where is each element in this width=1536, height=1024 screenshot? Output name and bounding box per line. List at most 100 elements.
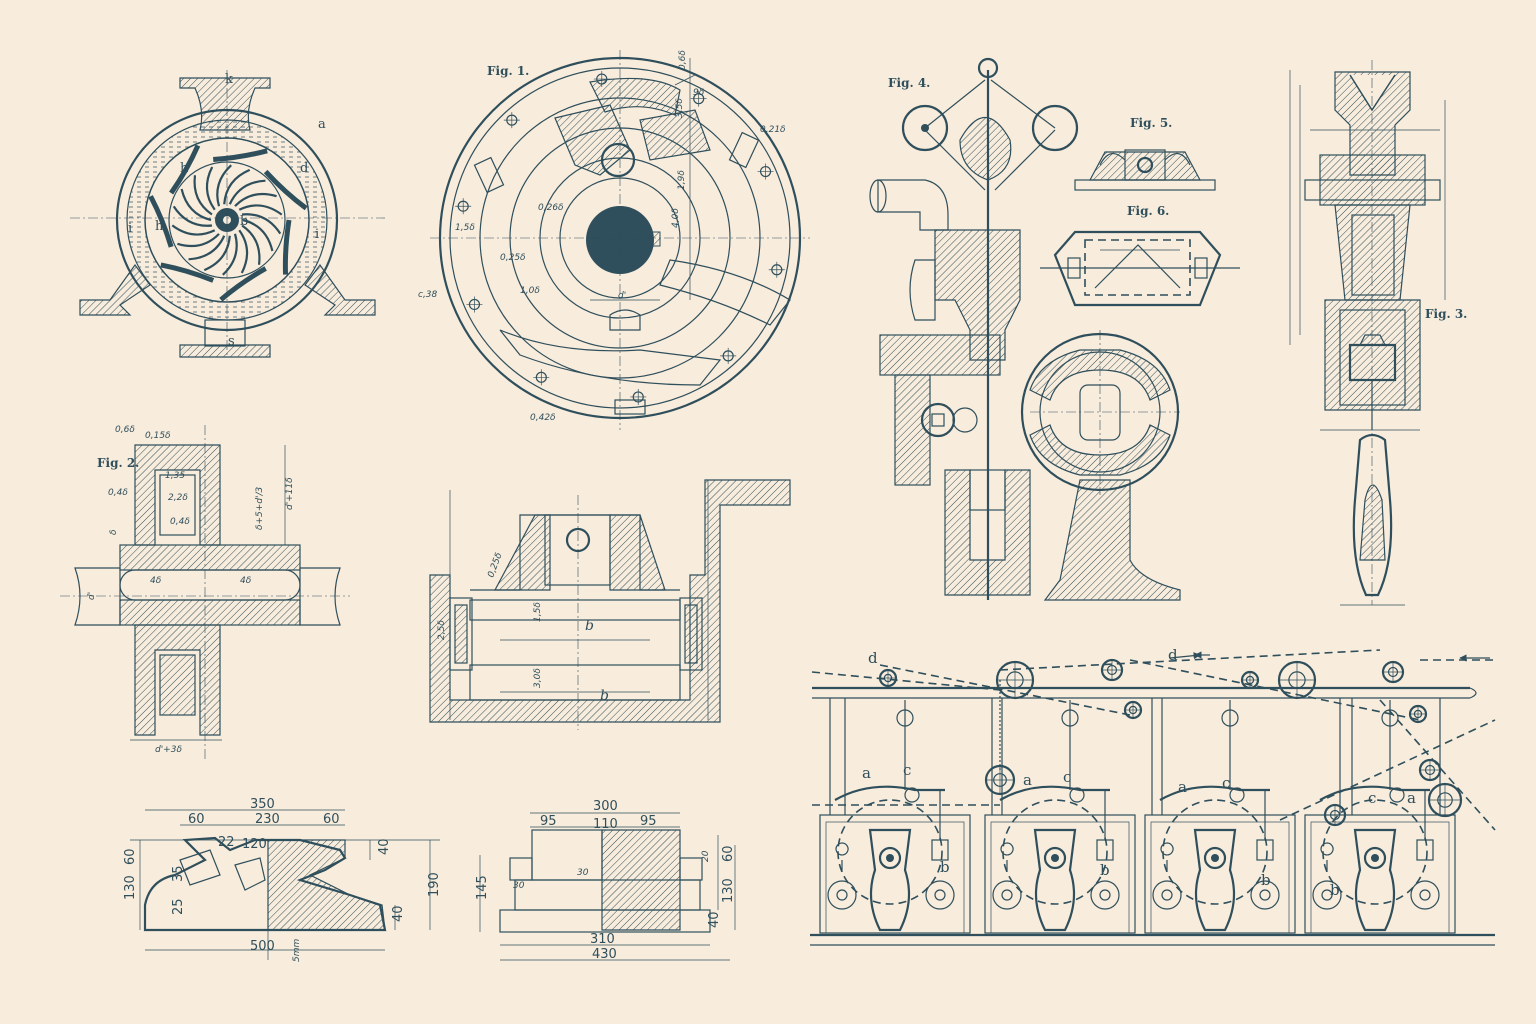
pump-label-k: k bbox=[225, 72, 233, 87]
fig1-dim-4: 1,5δ bbox=[455, 223, 475, 233]
profile-left-dim-60b: 60 bbox=[323, 812, 340, 827]
machine-row-drawing: d d a c b a c b a c b c a b bbox=[810, 646, 1496, 946]
fig5-title: Fig. 5. bbox=[1130, 116, 1172, 130]
profile-right-dim-110: 110 bbox=[593, 817, 618, 832]
machine-label-a2: a bbox=[1023, 771, 1032, 789]
profile-left-dim-500: 500 bbox=[250, 939, 275, 954]
fig1-dim-2: 0,21δ bbox=[760, 125, 786, 135]
pulley-title: Fig. 3. bbox=[1425, 307, 1467, 321]
profile-left-dim-60a: 60 bbox=[188, 812, 205, 827]
profile-right-dim-310: 310 bbox=[590, 932, 615, 947]
fig4-governor-drawing: Fig. 4. bbox=[869, 57, 1181, 601]
machine-label-a4: a bbox=[1407, 789, 1416, 807]
profile-right-dim-40: 40 bbox=[707, 911, 722, 928]
profile-left-dim-h130: 130 bbox=[123, 875, 138, 900]
profile-right-dim-20: 20 bbox=[701, 850, 711, 862]
pump-label-b: b bbox=[240, 214, 248, 229]
fig6-drawing: Fig. 6. bbox=[1040, 204, 1240, 307]
impeller-vanes bbox=[171, 164, 283, 276]
fig2-dim-2: 0,15δ bbox=[145, 431, 171, 441]
fig1-dim-7: c,38 bbox=[418, 290, 438, 300]
profile-left-dim-h25: 25 bbox=[171, 898, 186, 915]
fig2-dim-7: 4δ bbox=[150, 576, 162, 586]
centrifugal-pump-drawing: k a d h h b i i s bbox=[70, 70, 385, 358]
fig2-dim-1: 0,6δ bbox=[115, 425, 135, 435]
pump-label-s: s bbox=[228, 334, 235, 349]
machine-label-d2: d bbox=[1168, 646, 1178, 664]
fig2-dim-5: 2,2δ bbox=[168, 493, 188, 503]
fig1-dim-13: 9δ bbox=[693, 88, 705, 98]
fig2-dim-11: d'+11δ bbox=[285, 477, 295, 510]
fig5-drawing: Fig. 5. bbox=[1074, 116, 1216, 191]
profile-left-dim-h35: 35 bbox=[171, 865, 186, 882]
rail-profile-left-drawing: 350 60 230 60 22 120 60 130 35 25 40 40 … bbox=[123, 797, 442, 962]
fig2-dim-12: δ+5+d'/3 bbox=[255, 486, 265, 530]
profile-left-dim-h40b: 40 bbox=[391, 905, 406, 922]
fig2-dim-3: 1,35 bbox=[165, 471, 185, 481]
machine-label-c4: c bbox=[1368, 789, 1376, 807]
fig4-title: Fig. 4. bbox=[888, 76, 930, 90]
bearing-dim-4: 3,0δ bbox=[533, 668, 543, 688]
profile-right-dim-30b: 30 bbox=[513, 881, 525, 891]
pump-label-h2: h bbox=[155, 219, 164, 234]
fig2-dim-13: d'+3δ bbox=[155, 745, 182, 755]
fig2-dim-9: δ bbox=[109, 529, 119, 535]
profile-right-dim-145: 145 bbox=[475, 875, 490, 900]
fig1-dim-8: 1,0δ bbox=[520, 286, 540, 296]
profile-left-dim-350: 350 bbox=[250, 797, 275, 812]
profile-left-dim-120: 120 bbox=[242, 837, 267, 852]
profile-left-dim-h190: 190 bbox=[427, 872, 442, 897]
bearing-label-b1: b bbox=[585, 618, 594, 634]
fig1-dim-9: 0,42δ bbox=[530, 413, 556, 423]
pump-label-i2: i bbox=[315, 227, 319, 242]
machine-label-a3: a bbox=[1178, 778, 1187, 796]
profile-right-dim-95b: 95 bbox=[640, 814, 657, 829]
bearing-block-drawing: b b 0,25δ 1,5δ 2,5δ 3,0δ bbox=[429, 479, 791, 730]
fig2-dim-6: 0,4δ bbox=[170, 517, 190, 527]
machine-label-a1: a bbox=[862, 764, 871, 782]
pulley-drawing: Fig. 3. bbox=[1289, 60, 1467, 606]
machine-label-b1: b bbox=[940, 858, 950, 876]
profile-right-dim-95a: 95 bbox=[540, 814, 557, 829]
bearing-dim-1: 0,25δ bbox=[486, 551, 504, 579]
fig2-dim-10: d' bbox=[87, 592, 97, 600]
profile-left-dim-h60: 60 bbox=[123, 848, 138, 865]
fig1-dim-3: 3,5δ bbox=[675, 98, 685, 118]
fig1-dim-1: 0,6δ bbox=[678, 50, 688, 70]
fig1-dim-5: 0,26δ bbox=[538, 203, 564, 213]
fig2-dim-8: 4δ bbox=[240, 576, 252, 586]
machine-label-d1: d bbox=[868, 649, 878, 667]
rail-profile-right-drawing: 300 95 110 95 30 30 145 20 60 130 40 310… bbox=[475, 799, 736, 962]
profile-right-dim-430: 430 bbox=[592, 947, 617, 962]
fig1-wheel-drawing: Fig. 1. 0,6δ 0,21δ 3,5δ 1,5δ 0,26δ 0,25δ… bbox=[418, 50, 810, 430]
fig2-hub-drawing: Fig. 2. 0,6δ 0,15δ 1,35 0,4δ 2,2δ 0,4δ 4… bbox=[60, 425, 350, 760]
guide-vanes bbox=[148, 144, 308, 302]
fig1-dim-6: 0,25δ bbox=[500, 253, 526, 263]
fig1-dim-10: d' bbox=[618, 291, 626, 301]
pump-label-a: a bbox=[318, 117, 326, 132]
profile-right-dim-30a: 30 bbox=[577, 868, 589, 878]
bearing-dim-3: 2,5δ bbox=[437, 620, 447, 640]
pump-label-d: d bbox=[300, 161, 308, 176]
pump-label-h1: h bbox=[180, 161, 189, 176]
profile-right-dim-300: 300 bbox=[593, 799, 618, 814]
profile-left-dim-h40a: 40 bbox=[377, 838, 392, 855]
machine-label-c2: c bbox=[1063, 768, 1071, 786]
machine-label-b2: b bbox=[1100, 861, 1110, 879]
fig1-dim-12: 1,9δ bbox=[677, 170, 687, 190]
machine-label-b3: b bbox=[1261, 871, 1271, 889]
machine-label-c3: c bbox=[1222, 774, 1230, 792]
profile-left-dim-22: 22 bbox=[218, 835, 235, 850]
profile-right-dim-60: 60 bbox=[721, 845, 736, 862]
profile-left-dim-5mm: 5mm bbox=[292, 939, 302, 962]
fig2-title: Fig. 2. bbox=[97, 456, 139, 470]
machine-label-b4: b bbox=[1330, 881, 1340, 899]
bearing-dim-2: 1,5δ bbox=[533, 602, 543, 622]
fig1-dim-11: 4,0δ bbox=[671, 208, 681, 228]
machine-label-c1: c bbox=[903, 761, 911, 779]
fig1-title: Fig. 1. bbox=[487, 64, 529, 78]
bearing-label-b2: b bbox=[600, 688, 609, 704]
pump-label-i1: i bbox=[128, 221, 132, 236]
